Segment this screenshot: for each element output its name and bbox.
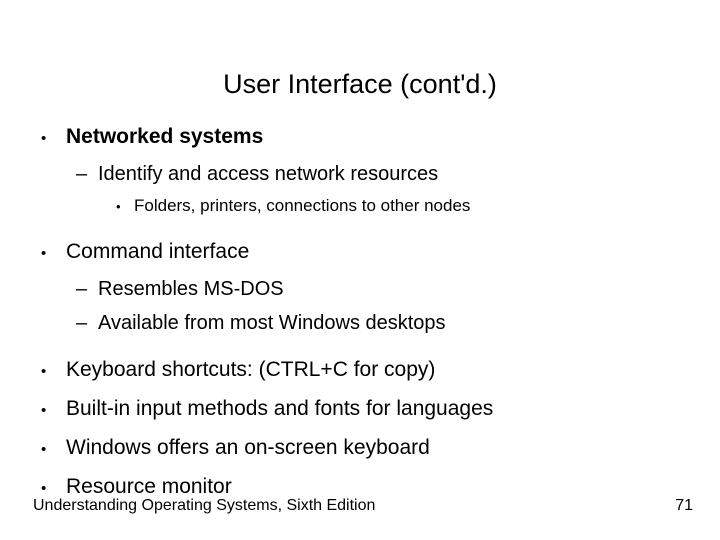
- bullet-item-level-1: • Keyboard shortcuts: (CTRL+C for copy): [0, 351, 720, 390]
- bullet-text: Keyboard shortcuts: (CTRL+C for copy): [66, 358, 436, 381]
- dash-bullet-icon: –: [76, 278, 88, 300]
- bullet-text: Folders, printers, connections to other …: [134, 196, 471, 215]
- bullet-item-level-1: • Built-in input methods and fonts for la…: [0, 390, 720, 429]
- bullet-group: •Command interface–Resembles MS-DOS–Avai…: [0, 233, 720, 340]
- bullet-text: Windows offers an on-screen keyboard: [66, 436, 430, 459]
- page-title: User Interface (cont'd.): [223, 69, 497, 100]
- bullet-text: Command interface: [66, 240, 250, 263]
- dot-bullet-icon: •: [41, 402, 47, 419]
- dot-bullet-icon: •: [41, 245, 47, 262]
- bullet-group: • Networked systems –Identify and access n…: [0, 118, 720, 222]
- bullet-text: Available from most Windows desktops: [98, 312, 446, 334]
- bullet-text: Resource monitor: [66, 475, 232, 498]
- dash-bullet-icon: –: [76, 312, 88, 334]
- bullet-item-level-1: • Windows offers an on-screen keyboard: [0, 429, 720, 468]
- dot-bullet-icon: •: [41, 130, 47, 147]
- page-number: 71: [675, 497, 693, 514]
- bullet-text: Networked systems: [66, 125, 264, 148]
- bullet-item-level-2: –Resembles MS-DOS: [0, 272, 720, 306]
- bullet-text: Resembles MS-DOS: [98, 278, 284, 300]
- dash-bullet-icon: –: [76, 163, 88, 185]
- bullet-group: • Keyboard shortcuts: (CTRL+C for copy) • B…: [0, 351, 720, 507]
- slide-body: •Networked systems–Identify and access n…: [0, 118, 720, 507]
- bullet-item-level-1: • Resource monitor: [0, 468, 720, 507]
- bullet-item-level-2: –Available from most Windows desktops: [0, 306, 720, 340]
- bullet-item-level-2: –Identify and access network resources: [0, 157, 720, 191]
- bullet-item-level-1: • Command interface: [0, 233, 720, 272]
- dot-bullet-icon: •: [116, 199, 121, 214]
- dot-bullet-icon: •: [41, 441, 47, 458]
- bullet-text: Identify and access network resources: [98, 163, 439, 185]
- dot-bullet-icon: •: [41, 363, 47, 380]
- dot-bullet-icon: •: [41, 480, 47, 497]
- bullet-text: Built-in input methods and fonts for lan…: [66, 397, 494, 420]
- bullet-item-level-3: • Folders, printers, connections to other…: [0, 191, 720, 222]
- footer-text: Understanding Operating Systems, Sixth E…: [33, 497, 376, 514]
- bullet-item-level-1: • Networked systems: [0, 118, 720, 157]
